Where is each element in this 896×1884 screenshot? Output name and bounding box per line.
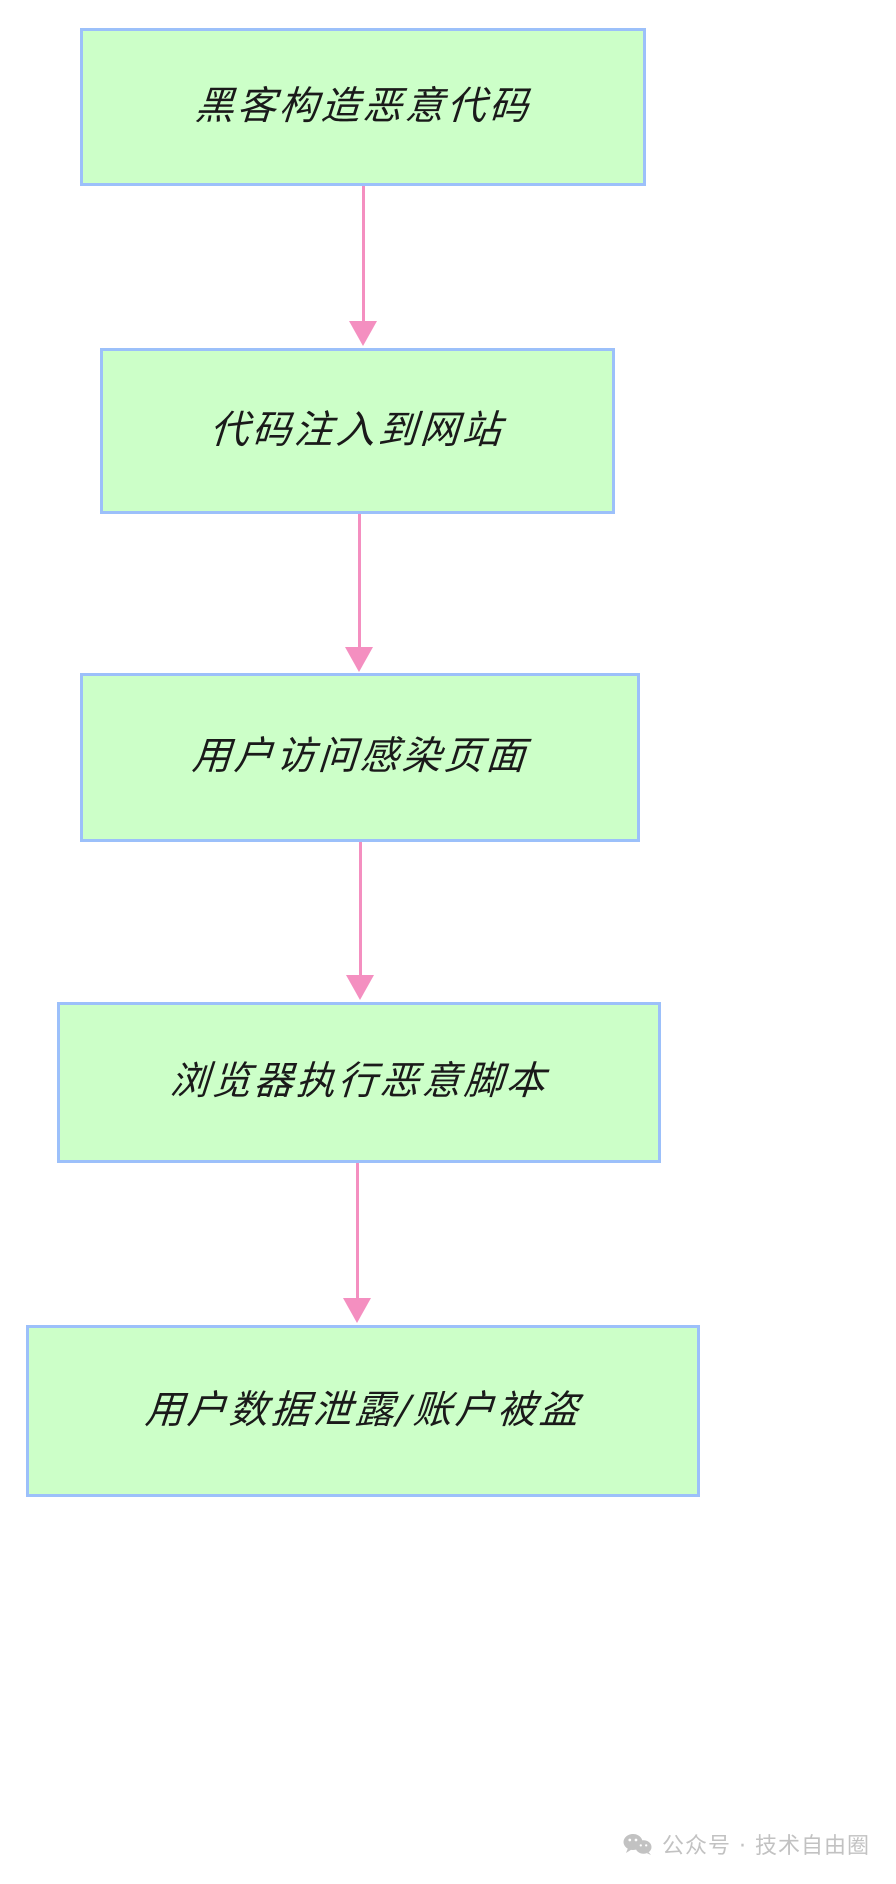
- flow-node-1[interactable]: 黑客构造恶意代码: [80, 28, 646, 186]
- flow-node-1-label: 黑客构造恶意代码: [193, 83, 533, 129]
- flow-edge-4-line: [356, 1163, 359, 1300]
- flow-node-3-label: 用户访问感染页面: [190, 734, 530, 780]
- arrowhead-down-icon: [345, 647, 373, 672]
- wechat-icon: [623, 1834, 652, 1855]
- arrowhead-down-icon: [346, 975, 374, 1000]
- watermark-text: 公众号 · 技术自由圈: [662, 1834, 870, 1859]
- flow-edge-2-line: [358, 514, 361, 649]
- flow-node-5[interactable]: 用户数据泄露/账户被盗: [26, 1325, 700, 1497]
- watermark: 公众号 · 技术自由圈: [623, 1828, 870, 1860]
- flow-edge-1-line: [362, 186, 365, 323]
- flow-node-4[interactable]: 浏览器执行恶意脚本: [57, 1002, 661, 1163]
- flow-node-2-label: 代码注入到网站: [208, 407, 507, 453]
- flow-node-2[interactable]: 代码注入到网站: [100, 348, 615, 514]
- arrowhead-down-icon: [349, 321, 377, 346]
- flow-node-5-label: 用户数据泄露/账户被盗: [143, 1387, 583, 1433]
- flow-node-3[interactable]: 用户访问感染页面: [80, 673, 640, 842]
- flow-node-4-label: 浏览器执行恶意脚本: [168, 1059, 550, 1105]
- flow-edge-3-line: [359, 842, 362, 977]
- arrowhead-down-icon: [343, 1298, 371, 1323]
